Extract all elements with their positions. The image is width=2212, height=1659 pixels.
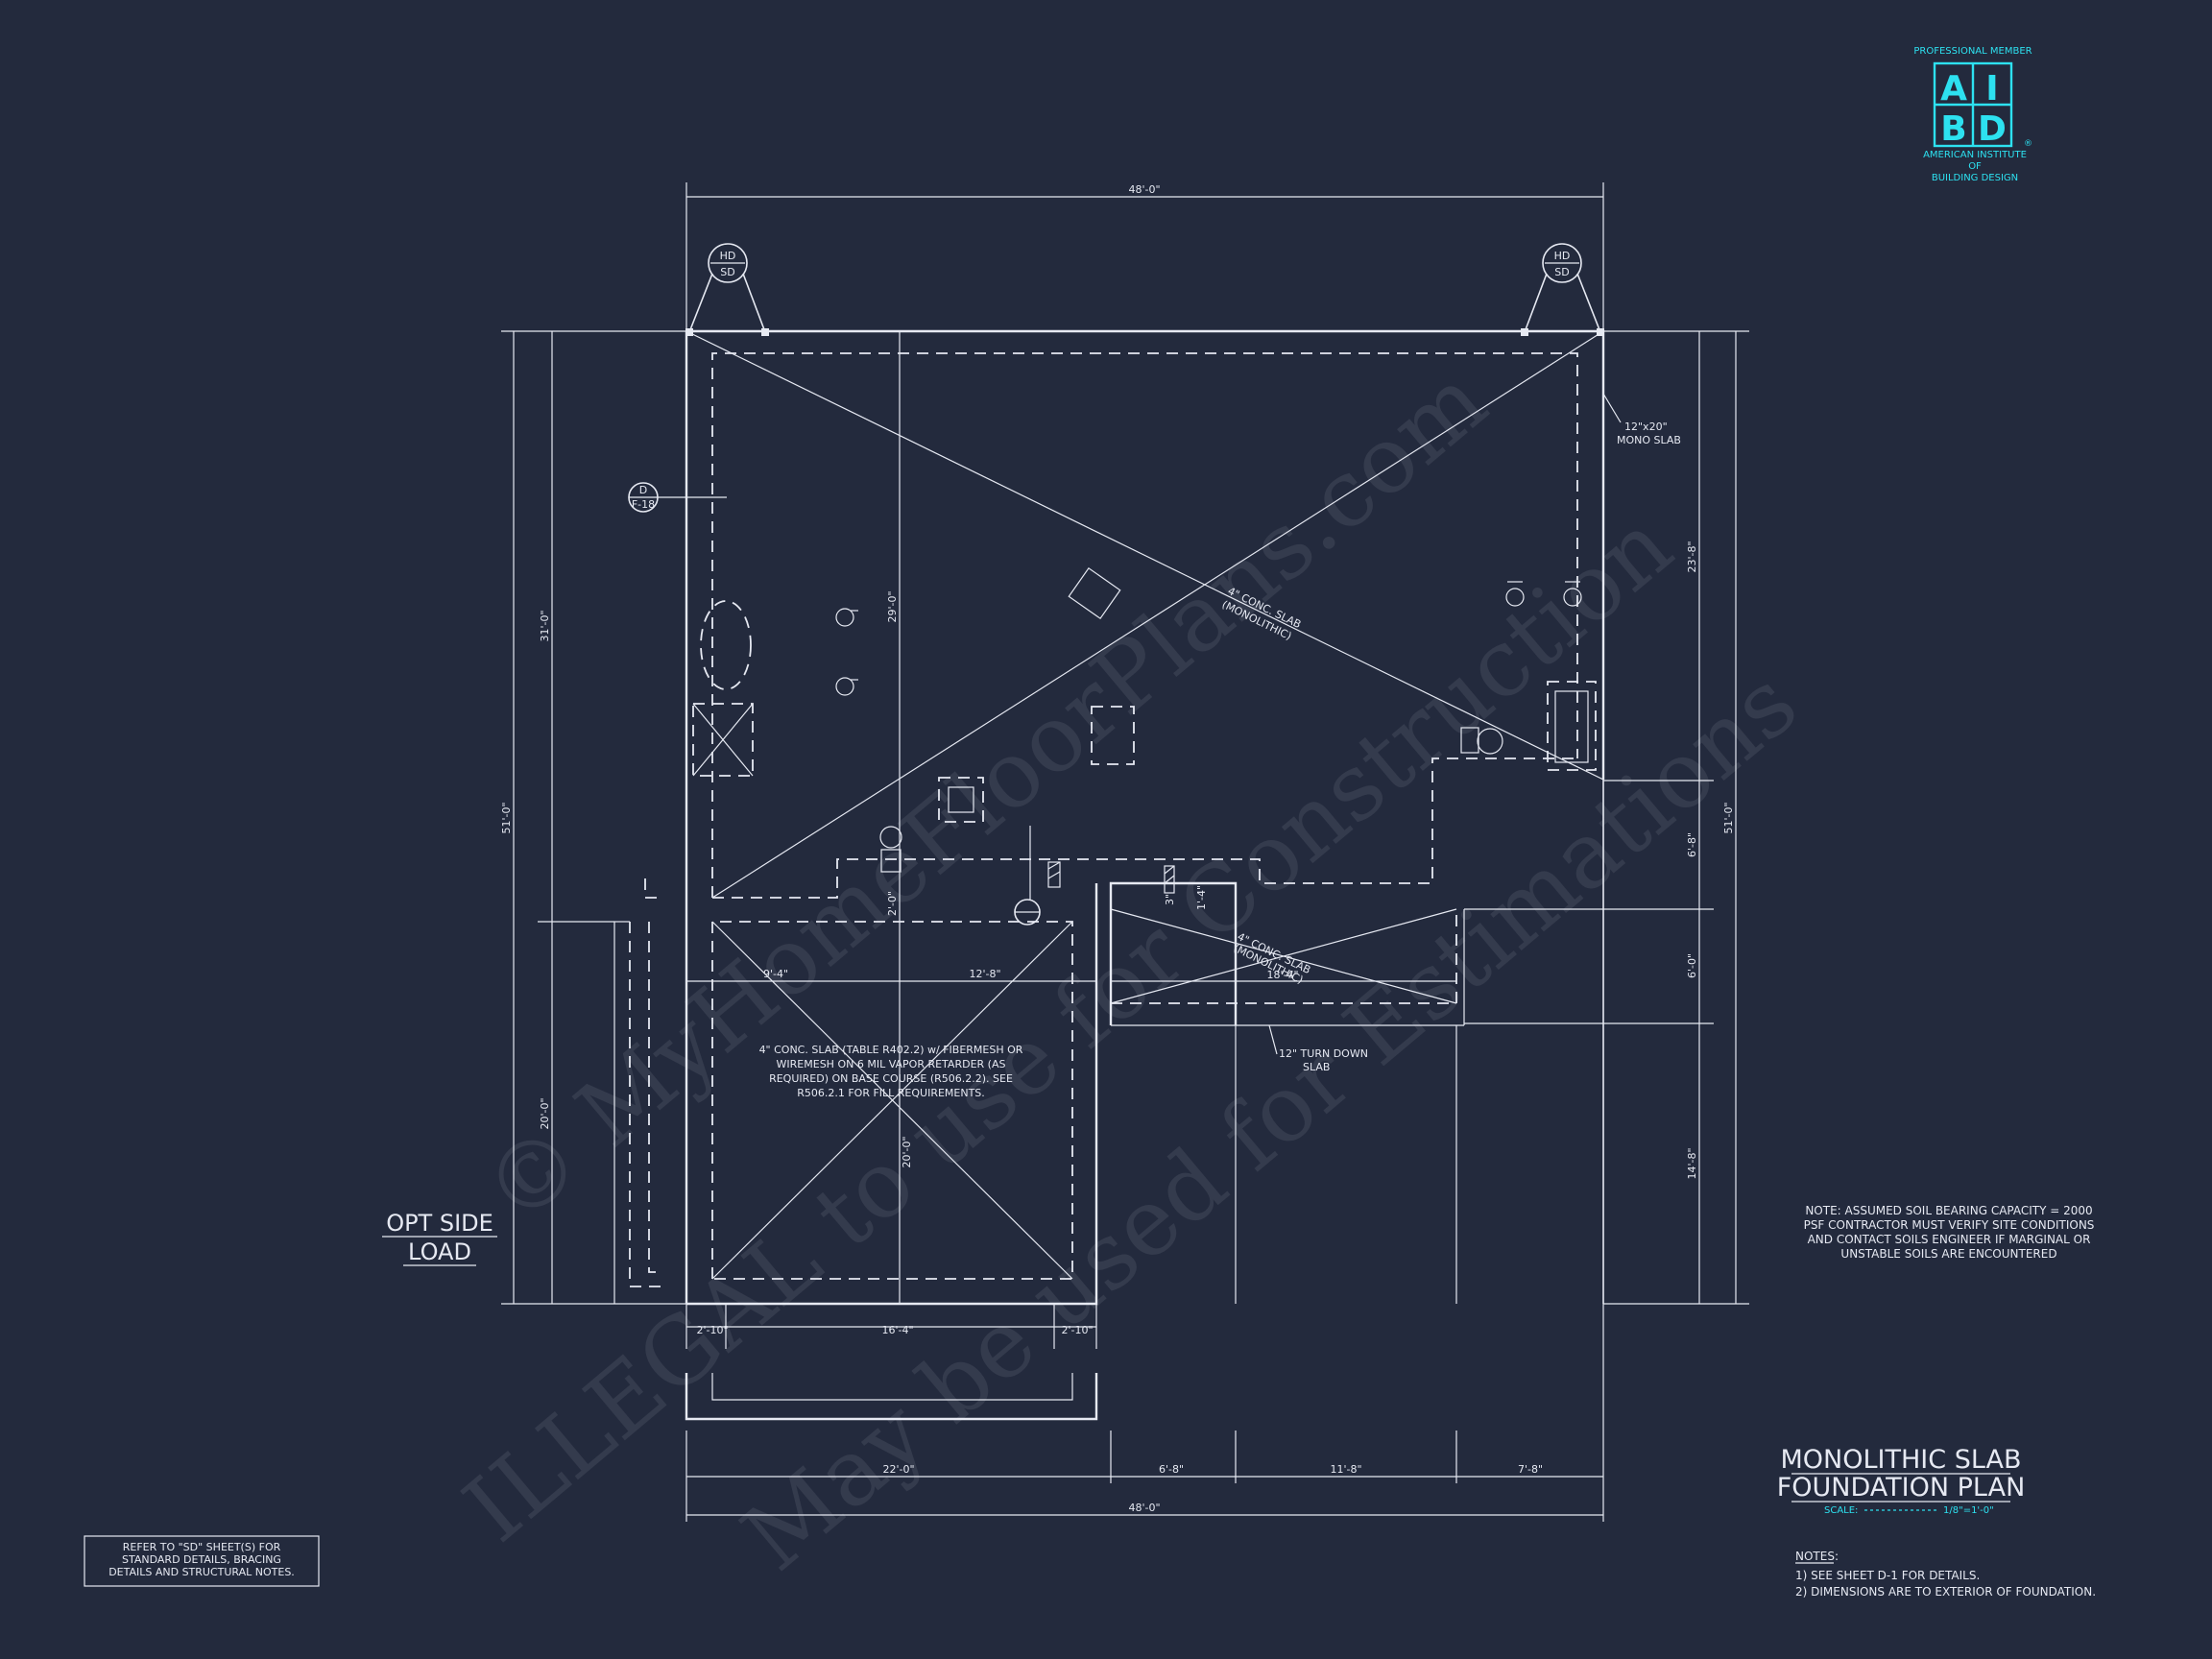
- dimension-small-1-4: 1'-4": [1195, 885, 1208, 910]
- aibd-badge: PROFESSIONAL MEMBER A I B D ® AMERICAN I…: [1913, 46, 2032, 183]
- refer-box-line-1: REFER TO "SD" SHEET(S) FOR: [123, 1541, 281, 1553]
- fixture-box: [1091, 706, 1135, 765]
- svg-text:SD: SD: [720, 266, 734, 278]
- drain-marker-5: [1068, 566, 1121, 620]
- dimension-small-3: 3": [1164, 894, 1176, 905]
- scale-value: 1/8"=1'-0": [1943, 1505, 1994, 1516]
- dimension-top: 48'-0": [685, 182, 1604, 331]
- badge-letter-i: I: [1985, 69, 1998, 108]
- soil-note-line-4: UNSTABLE SOILS ARE ENCOUNTERED: [1840, 1247, 2056, 1261]
- dimension-top-overall: 48'-0": [1128, 183, 1160, 196]
- tub-outline: [700, 600, 752, 690]
- dimension-center-lower: 20'-0": [901, 1136, 913, 1167]
- dimension-left: 51'-0" 31'-0" 20'-0": [500, 330, 686, 1305]
- turn-down-callout-line-2: SLAB: [1303, 1061, 1330, 1073]
- opt-side-load-line-1: OPT SIDE: [386, 1210, 493, 1237]
- garage-slab-note-line-1: 4" CONC. SLAB (TABLE R402.2) w/ FIBERMES…: [759, 1044, 1023, 1056]
- svg-text:HD: HD: [720, 250, 736, 262]
- dimension-apron-mid: 16'-4": [881, 1324, 913, 1336]
- dimension-right-upper: 23'-8": [1686, 541, 1698, 572]
- drain-marker-1: [835, 608, 858, 627]
- title-line-2: FOUNDATION PLAN: [1777, 1473, 2026, 1503]
- drain-marker-4: [1563, 581, 1582, 607]
- detail-callout-top: D: [639, 484, 647, 496]
- badge-letter-a: A: [1940, 69, 1967, 108]
- dimension-porch: 18'-4": [1266, 969, 1298, 981]
- dimension-right-mid-1: 6'-8": [1686, 832, 1698, 857]
- watermark: © MyHomeFloorPlans.com ILLEGAL to use fo…: [445, 347, 1817, 1592]
- drain-marker-2: [835, 677, 858, 696]
- svg-text:SD: SD: [1554, 266, 1569, 278]
- dimension-garage-left: 9'-4": [763, 968, 788, 980]
- hd-callout-left: HD SD: [685, 243, 769, 336]
- water-heater-marker: [879, 826, 902, 873]
- dimension-left-overall: 51'-0": [500, 802, 513, 833]
- garage-slab-note-line-2: WIREMESH ON 6 MIL VAPOR RETARDER (AS: [777, 1058, 1006, 1070]
- dimension-bottom-1: 22'-0": [882, 1463, 914, 1476]
- dimension-bottom-3: 11'-8": [1330, 1463, 1361, 1476]
- garage-slab-note-line-3: REQUIRED) ON BASE COURSE (R506.2.2). SEE: [769, 1072, 1013, 1085]
- soil-note-line-1: NOTE: ASSUMED SOIL BEARING CAPACITY = 20…: [1805, 1204, 2092, 1217]
- badge-bottom-line-2: OF: [1968, 161, 1982, 172]
- hd-callout-right: HD SD: [1521, 243, 1604, 336]
- dimension-garage-right: 12'-8": [969, 968, 1000, 980]
- dimension-apron-left: 2'-10": [696, 1324, 728, 1336]
- garage-slab: 9'-4" 12'-8" 20'-0" 2'-0" 4" CONC. SLAB …: [613, 826, 1098, 1306]
- refer-sd-box: REFER TO "SD" SHEET(S) FOR STANDARD DETA…: [84, 1535, 320, 1587]
- detail-callout-bottom: F-18: [632, 498, 655, 511]
- dimension-right-lower: 14'-8": [1686, 1147, 1698, 1179]
- badge-registered-mark: ®: [2024, 139, 2032, 149]
- dimension-bottom-overall: 48'-0": [1128, 1502, 1160, 1514]
- dimension-right-mid-2: 6'-0": [1686, 953, 1698, 978]
- badge-bottom-line-1: AMERICAN INSTITUTE: [1923, 150, 2027, 160]
- garage-apron: 2'-10" 16'-4" 2'-10": [685, 1304, 1098, 1421]
- dimension-left-upper: 31'-0": [539, 610, 551, 641]
- turn-down-callout-line-1: 12" TURN DOWN: [1279, 1047, 1368, 1060]
- dimension-center-upper: 29'-0": [886, 590, 899, 622]
- dimension-bottom-4: 7'-8": [1518, 1463, 1543, 1476]
- notes-heading: NOTES:: [1795, 1550, 1839, 1563]
- shower-pan: [692, 703, 754, 777]
- svg-text:HD: HD: [1554, 250, 1571, 262]
- dimension-bottom: 22'-0" 6'-8" 11'-8" 7'-8" 48'-0": [685, 1304, 1604, 1522]
- refer-box-line-2: STANDARD DETAILS, BRACING: [122, 1553, 281, 1566]
- drawing-title: MONOLITHIC SLAB FOUNDATION PLAN SCALE: 1…: [1777, 1445, 2026, 1516]
- opt-side-load-line-2: LOAD: [408, 1238, 471, 1265]
- notes-item-2: 2) DIMENSIONS ARE TO EXTERIOR OF FOUNDAT…: [1795, 1585, 2096, 1599]
- dimension-bottom-2: 6'-8": [1159, 1463, 1184, 1476]
- drain-marker-3: [1505, 581, 1525, 607]
- scale-label: SCALE:: [1824, 1505, 1858, 1516]
- soil-note-line-3: AND CONTACT SOILS ENGINEER IF MARGINAL O…: [1808, 1233, 2091, 1246]
- dimension-left-lower: 20'-0": [539, 1097, 551, 1129]
- notes-item-1: 1) SEE SHEET D-1 FOR DETAILS.: [1795, 1569, 1980, 1582]
- dimension-right: 51'-0" 23'-8" 6'-8" 6'-0" 14'-8": [1464, 330, 1749, 1305]
- garage-slab-note-line-4: R506.2.1 FOR FILL REQUIREMENTS.: [797, 1087, 985, 1099]
- badge-letter-d: D: [1978, 109, 2007, 149]
- soil-bearing-note: NOTE: ASSUMED SOIL BEARING CAPACITY = 20…: [1804, 1204, 2095, 1261]
- stack-box: [1547, 681, 1597, 771]
- refer-box-line-3: DETAILS AND STRUCTURAL NOTES.: [108, 1566, 295, 1578]
- title-line-1: MONOLITHIC SLAB: [1781, 1445, 2022, 1475]
- toilet-marker: [1460, 727, 1503, 755]
- dimension-small-2-0: 2'-0": [886, 891, 899, 916]
- badge-bottom-line-3: BUILDING DESIGN: [1932, 173, 2018, 183]
- badge-top-text: PROFESSIONAL MEMBER: [1913, 46, 2032, 57]
- general-notes: NOTES: 1) SEE SHEET D-1 FOR DETAILS. 2) …: [1795, 1550, 2096, 1599]
- badge-letter-b: B: [1940, 109, 1966, 149]
- mono-slab-callout-line-1: 12"x20": [1624, 421, 1668, 433]
- soil-note-line-2: PSF CONTRACTOR MUST VERIFY SITE CONDITIO…: [1804, 1218, 2095, 1232]
- opt-side-load-label: OPT SIDE LOAD: [382, 1210, 497, 1266]
- dimension-right-overall: 51'-0": [1722, 802, 1735, 833]
- mono-slab-callout-line-2: MONO SLAB: [1617, 434, 1681, 446]
- dimension-apron-right: 2'-10": [1061, 1324, 1093, 1336]
- fireplace-pad: [938, 777, 984, 823]
